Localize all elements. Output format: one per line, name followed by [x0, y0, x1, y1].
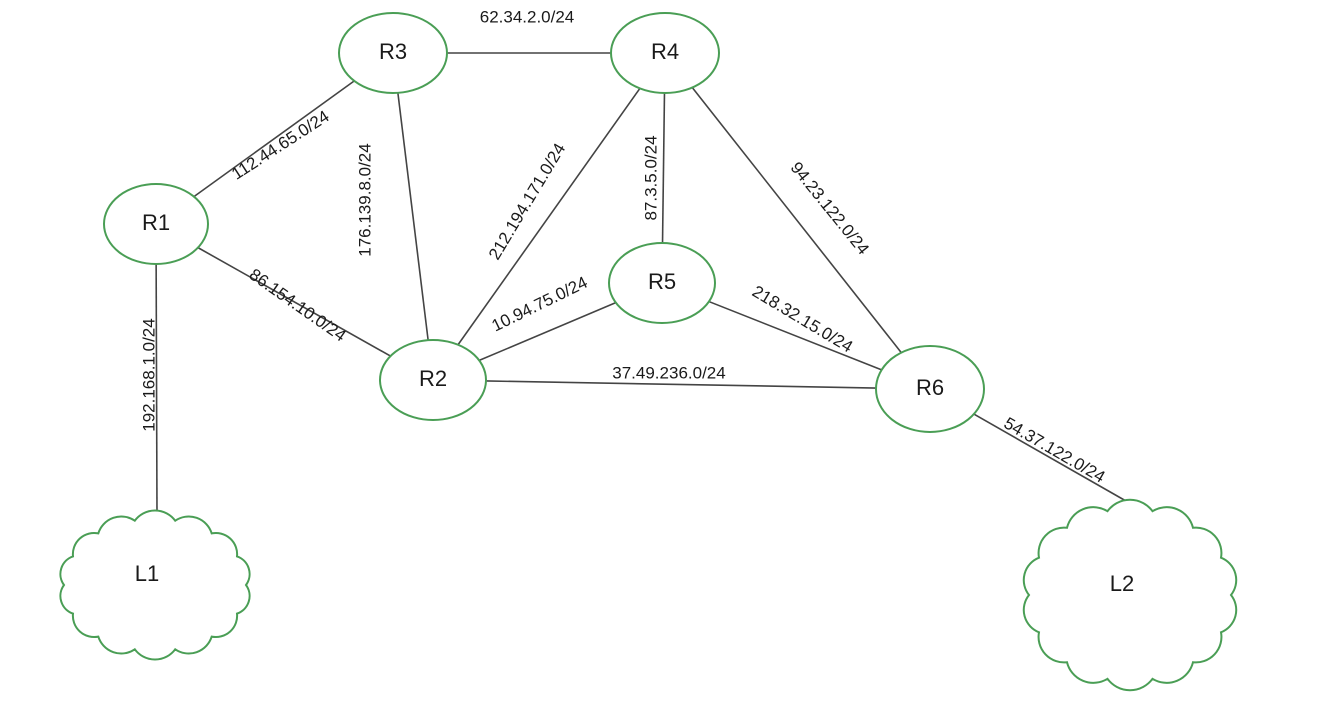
link-r1-l1 — [155, 263, 158, 516]
router-ellipse — [338, 12, 448, 94]
router-node-r5: R5 — [608, 242, 716, 324]
link-r4-r5 — [661, 92, 666, 244]
router-ellipse — [608, 242, 716, 324]
lan-cloud-l1: L1 — [59, 509, 251, 661]
node-label: R4 — [651, 39, 679, 64]
node-label: L2 — [1110, 571, 1134, 596]
router-node-r6: R6 — [875, 345, 985, 433]
link-label-r4-r6: 94.23.122.0/24 — [787, 158, 873, 258]
cloud-shape — [1022, 498, 1238, 692]
link-r4-r6 — [691, 87, 902, 354]
node-label: R6 — [916, 375, 944, 400]
link-r5-r6 — [708, 300, 882, 371]
link-r6-l2 — [973, 413, 1134, 506]
link-label-r5-r6: 218.32.15.0/24 — [749, 282, 856, 357]
link-label-r1-r3: 112.44.65.0/24 — [228, 107, 332, 184]
node-label: R3 — [379, 39, 407, 64]
node-label: R5 — [648, 269, 676, 294]
link-label-r2-r5: 10.94.75.0/24 — [489, 273, 591, 336]
router-ellipse — [379, 339, 487, 421]
router-node-r4: R4 — [610, 12, 720, 94]
node-label: R1 — [142, 210, 170, 235]
link-label-r6-l2: 54.37.122.0/24 — [1001, 414, 1109, 487]
link-r3-r2 — [397, 92, 429, 341]
link-label-r2-r6: 37.49.236.0/24 — [612, 363, 725, 382]
cloud-shape — [59, 509, 251, 661]
links-layer — [155, 52, 1134, 516]
link-label-r2-r4: 212.194.171.0/24 — [485, 140, 569, 263]
router-ellipse — [875, 345, 985, 433]
router-node-r2: R2 — [379, 339, 487, 421]
link-label-r4-r5: 87.3.5.0/24 — [641, 135, 660, 220]
router-node-r3: R3 — [338, 12, 448, 94]
link-label-r3-r4: 62.34.2.0/24 — [480, 7, 575, 26]
link-r2-r5 — [478, 301, 617, 362]
router-ellipse — [103, 183, 209, 265]
link-label-r1-r2: 86.154.10.0/24 — [246, 265, 350, 346]
link-r1-r3 — [193, 80, 355, 198]
router-node-r1: R1 — [103, 183, 209, 265]
lan-cloud-l2: L2 — [1022, 498, 1238, 692]
router-ellipse — [610, 12, 720, 94]
link-r2-r4 — [457, 87, 641, 346]
link-r1-r2 — [197, 246, 391, 357]
link-label-r1-l1: 192.168.1.0/24 — [139, 318, 158, 431]
link-label-r3-r2: 176.139.8.0/24 — [355, 143, 374, 256]
node-label: R2 — [419, 366, 447, 391]
link-r2-r6 — [485, 380, 877, 389]
node-label: L1 — [135, 561, 159, 586]
